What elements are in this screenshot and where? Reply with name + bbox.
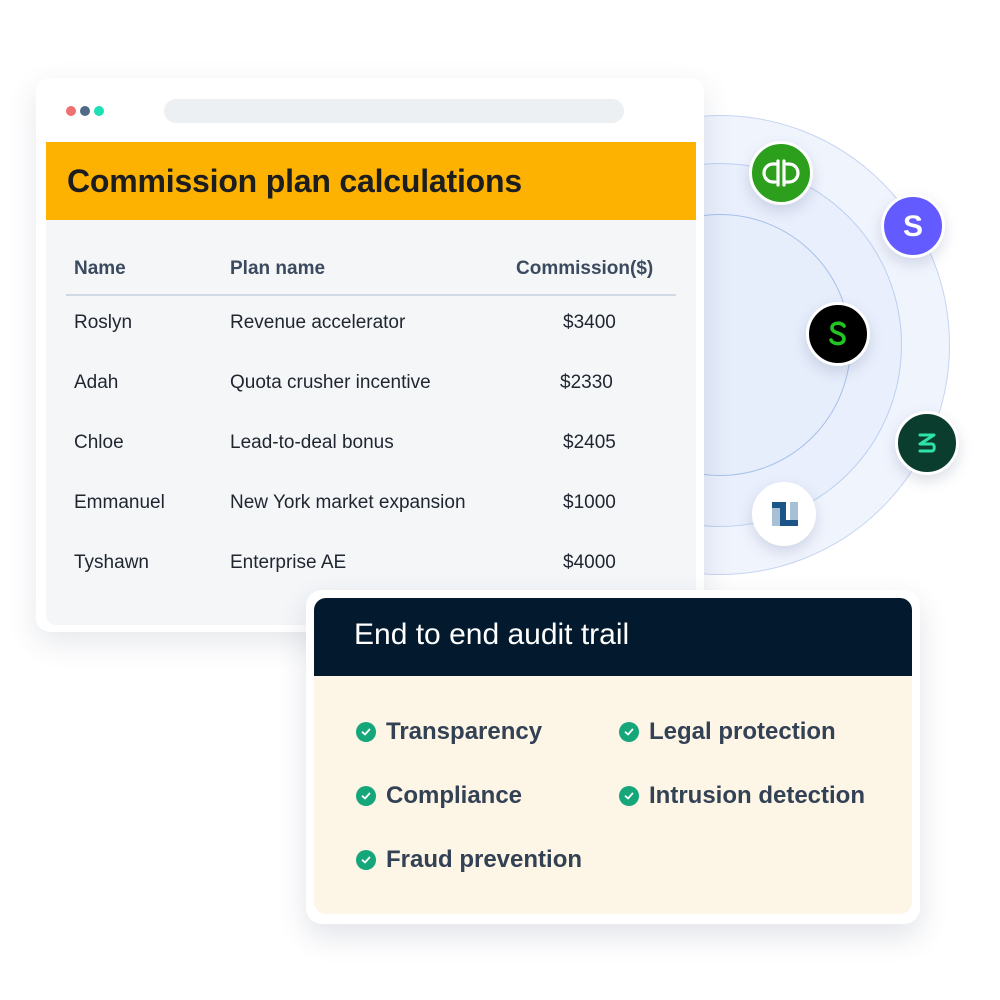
- feature-item-intrusion-detection: Intrusion detection: [619, 782, 865, 810]
- feature-label: Transparency: [386, 718, 543, 745]
- commission-banner: Commission plan calculations: [46, 142, 696, 220]
- cell-name: Roslyn: [74, 312, 133, 333]
- check-circle-icon: [619, 786, 639, 806]
- cell-plan: Quota crusher incentive: [230, 372, 431, 393]
- cell-plan: Revenue accelerator: [230, 312, 406, 333]
- cell-name: Adah: [74, 372, 119, 393]
- table-row[interactable]: Chloe Lead-to-deal bonus $2405: [66, 432, 676, 462]
- minimize-dot-icon[interactable]: [80, 106, 90, 116]
- feature-label: Intrusion detection: [649, 782, 865, 809]
- audit-feature-list: Transparency Legal protection Compliance…: [314, 676, 912, 914]
- check-circle-icon: [619, 722, 639, 742]
- stripe-icon: S: [881, 194, 945, 258]
- cell-commission: $3400: [563, 312, 616, 333]
- window-controls: [66, 106, 104, 116]
- feature-label: Compliance: [386, 782, 523, 809]
- table-row[interactable]: Adah Quota crusher incentive $2330: [66, 372, 676, 402]
- audit-trail-card: End to end audit trail Transparency Lega…: [306, 590, 920, 924]
- column-header-name[interactable]: Name: [74, 258, 126, 279]
- netsuite-icon: [752, 482, 816, 546]
- table-header: Name Plan name Commission($): [66, 258, 676, 296]
- cell-plan: Enterprise AE: [230, 552, 347, 573]
- quickbooks-icon: [749, 141, 813, 205]
- audit-trail-title: End to end audit trail: [354, 618, 630, 651]
- cell-commission: $2330: [560, 372, 613, 393]
- feature-item-legal-protection: Legal protection: [619, 718, 836, 746]
- table-row[interactable]: Emmanuel New York market expansion $1000: [66, 492, 676, 522]
- cell-name: Tyshawn: [74, 552, 149, 573]
- cell-plan: New York market expansion: [230, 492, 466, 513]
- close-dot-icon[interactable]: [66, 106, 76, 116]
- cell-commission: $2405: [563, 432, 616, 453]
- check-circle-icon: [356, 786, 376, 806]
- feature-item-compliance: Compliance: [356, 782, 522, 810]
- zuora-icon: [895, 411, 959, 475]
- cell-name: Chloe: [74, 432, 124, 453]
- cell-commission: $1000: [563, 492, 616, 513]
- cell-commission: $4000: [563, 552, 616, 573]
- audit-trail-header: End to end audit trail: [314, 598, 912, 676]
- column-header-commission[interactable]: Commission($): [516, 258, 654, 279]
- cell-name: Emmanuel: [74, 492, 165, 513]
- table-row[interactable]: Roslyn Revenue accelerator $3400: [66, 312, 676, 342]
- maximize-dot-icon[interactable]: [94, 106, 104, 116]
- feature-label: Legal protection: [649, 718, 836, 745]
- cell-plan: Lead-to-deal bonus: [230, 432, 394, 453]
- commission-title: Commission plan calculations: [67, 163, 522, 199]
- table-row[interactable]: Tyshawn Enterprise AE $4000: [66, 552, 676, 582]
- commission-window: Commission plan calculations Name Plan n…: [36, 78, 704, 632]
- check-circle-icon: [356, 722, 376, 742]
- address-bar[interactable]: [164, 99, 624, 123]
- feature-label: Fraud prevention: [386, 846, 583, 873]
- check-circle-icon: [356, 850, 376, 870]
- feature-item-transparency: Transparency: [356, 718, 542, 746]
- salesforce-s-icon: [806, 302, 870, 366]
- column-header-plan[interactable]: Plan name: [230, 258, 326, 279]
- commission-table: Name Plan name Commission($) Roslyn Reve…: [46, 220, 696, 625]
- svg-text:S: S: [903, 210, 923, 243]
- feature-item-fraud-prevention: Fraud prevention: [356, 846, 582, 874]
